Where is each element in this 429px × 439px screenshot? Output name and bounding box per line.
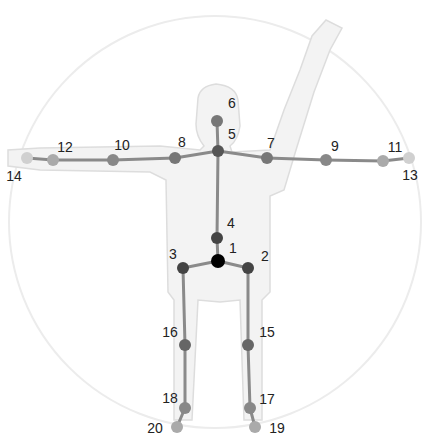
callout-number: 14 (6, 169, 22, 183)
callout-number: 18 (162, 391, 178, 405)
callout-number: 12 (57, 140, 73, 154)
callout-number: 5 (228, 127, 236, 141)
callout-number: 15 (259, 325, 275, 339)
callout-number: 13 (402, 168, 418, 182)
callout-number: 19 (269, 421, 285, 435)
callout-number: 2 (261, 249, 269, 263)
callout-number: 10 (114, 138, 130, 152)
callout-number: 20 (147, 421, 163, 435)
callout-number: 6 (228, 96, 236, 110)
callout-number: 3 (169, 247, 177, 261)
bones (27, 121, 409, 427)
reach-circle (9, 16, 421, 428)
callout-number: 17 (259, 392, 275, 406)
joints (21, 115, 415, 433)
callout-number: 8 (178, 135, 186, 149)
callout-number: 9 (331, 139, 339, 153)
callout-number: 4 (227, 216, 235, 230)
body-silhouette (8, 20, 342, 420)
callout-number: 7 (267, 136, 275, 150)
callout-number: 11 (388, 140, 403, 154)
callout-number: 16 (162, 325, 178, 339)
callout-number: 1 (229, 241, 237, 255)
